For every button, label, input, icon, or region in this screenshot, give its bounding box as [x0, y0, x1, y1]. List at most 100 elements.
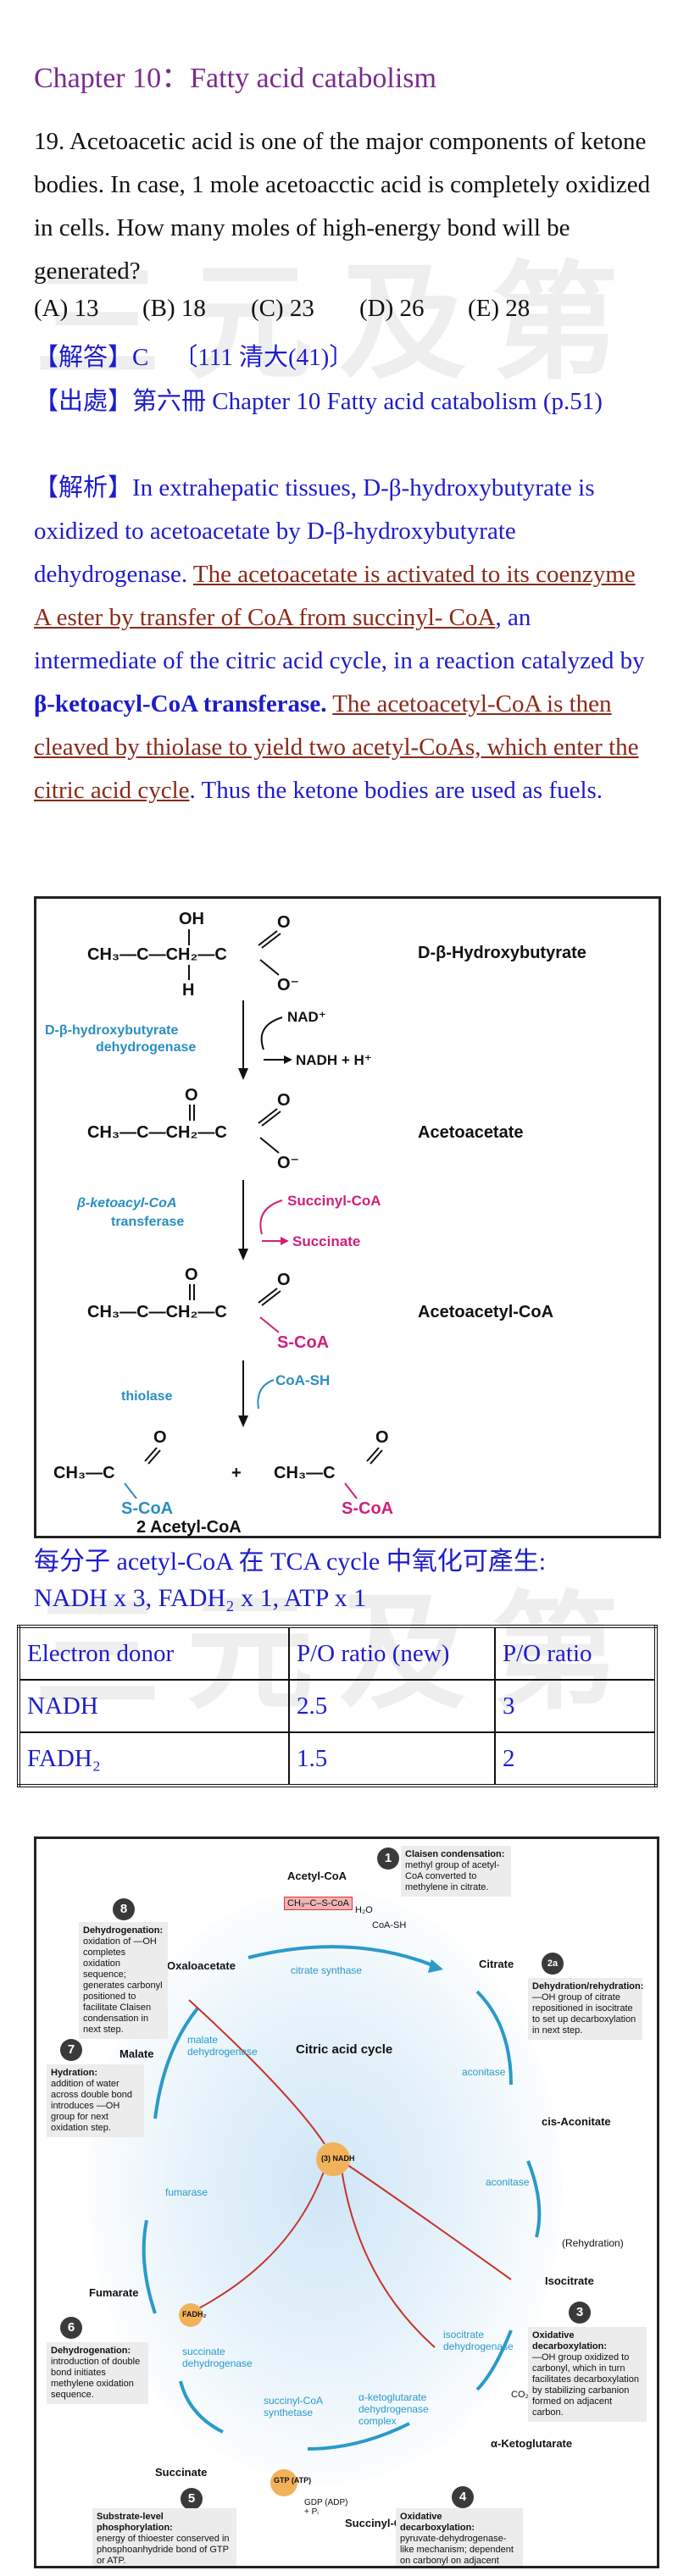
hydroxybutyrate-structure: OH CH₃—C—CH₂—C H O O⁻	[87, 910, 299, 1000]
label-rehydration: (Rehydration)	[562, 2237, 624, 2249]
step-number-8: 8	[113, 1898, 135, 1920]
svg-text:S-CoA: S-CoA	[277, 1333, 329, 1352]
enzyme-succinyl-coa-synthetase: succinyl-CoA synthetase	[264, 2395, 323, 2418]
answer-line: 【解答】C 〔111 清大(41)〕	[34, 337, 353, 373]
label-co2: CO₂	[511, 2390, 529, 2400]
enzyme-succinate-dehydrogenase: succinate dehydrogenase	[182, 2346, 253, 2369]
acetyl-coa-label: 2 Acetyl-CoA	[136, 1518, 242, 1536]
acetyl-coa-structures: O CH₃—C S-CoA + O CH₃—C S-CoA	[53, 1428, 393, 1518]
question-text: 19. Acetoacetic acid is one of the major…	[34, 128, 651, 285]
note-step-7: Hydration:addition of water across doubl…	[47, 2064, 144, 2137]
explain-text-4: . Thus the ketone bodies are used as fue…	[189, 777, 603, 804]
metabolite-succinate: Succinate	[155, 2466, 208, 2479]
enzyme-1-line-2: dehydrogenase	[96, 1040, 196, 1055]
explain-text-1: In extrahepatic tissues, D-β-hydroxybuty…	[34, 474, 595, 588]
metabolite-malate: Malate	[119, 2047, 154, 2060]
table-header-cell: P/O ratio (new)	[288, 1626, 496, 1681]
explain-underline-1: The acetoacetate is activated to its coe…	[34, 561, 636, 631]
svg-text:CH₃—C—CH₂—C: CH₃—C—CH₂—C	[87, 1303, 227, 1321]
acetoacetyl-coa-structure: O CH₃—C—CH₂—C O S-CoA	[87, 1266, 329, 1352]
svg-text:O: O	[277, 1271, 291, 1289]
enzyme-aconitase-1: aconitase	[462, 2066, 506, 2078]
cofactor-nad: NAD⁺	[287, 1009, 326, 1025]
note-step-4: Oxidative decarboxylation:pyruvate-dehyd…	[396, 2508, 523, 2566]
svg-text:O: O	[277, 913, 291, 932]
step-number-7: 7	[60, 2039, 82, 2061]
step-number-2a: 2a	[542, 1953, 564, 1975]
enzyme-1-line-1: D-β-hydroxybutyrate	[45, 1023, 178, 1038]
label-fadh2: FADH₂	[182, 2310, 207, 2318]
hydroxybutyrate-label: D-β-Hydroxybutyrate	[418, 944, 586, 962]
table-header-cell: P/O ratio	[494, 1626, 657, 1681]
cycle-title: Citric acid cycle	[296, 2042, 393, 2057]
svg-text:S-CoA: S-CoA	[121, 1499, 173, 1518]
metabolite-acetyl-coa: Acetyl-CoA	[287, 1870, 347, 1882]
cofactor-nadh: NADH + H⁺	[296, 1052, 372, 1068]
enzyme-malate-dehydrogenase: malate dehydrogenase	[187, 2034, 258, 2058]
cofactor-coa-sh: CoA-SH	[275, 1372, 330, 1388]
answer-options: (A) 13 (B) 18 (C) 23 (D) 26 (E) 28	[34, 295, 576, 323]
metabolite-fumarate: Fumarate	[89, 2286, 139, 2299]
enzyme-aconitase-2: aconitase	[486, 2176, 530, 2188]
option-e: (E) 28	[468, 295, 531, 322]
cofactor-succinate: Succinate	[292, 1233, 360, 1249]
explain-underline-2: The acetoacetyl-CoA is then cleaved by t…	[34, 690, 639, 804]
tca-caption-line-2: NADH x 3, FADH₂ x 1, ATP x 1	[34, 1584, 367, 1612]
step-number-6: 6	[60, 2317, 82, 2339]
answer-reference: 〔111 清大(41)〕	[173, 344, 354, 371]
metabolite-cis-aconitate: cis-Aconitate	[542, 2115, 611, 2128]
enzyme-fumarase: fumarase	[165, 2186, 208, 2198]
explain-text-2: , an intermediate of the citric acid cyc…	[34, 604, 645, 674]
metabolite-citrate: Citrate	[479, 1958, 514, 1970]
svg-text:O: O	[277, 1091, 291, 1110]
metabolite-alpha-ketoglutarate: α-Ketoglutarate	[491, 2437, 573, 2450]
label-nadh: (3) NADH	[321, 2154, 355, 2163]
table-cell: NADH	[18, 1679, 290, 1733]
table-header-row: Electron donor P/O ratio (new) P/O ratio	[18, 1626, 657, 1681]
option-c: (C) 23	[251, 295, 314, 322]
table-cell: 2.5	[288, 1679, 496, 1733]
enzyme-2-line-2: transferase	[111, 1215, 184, 1229]
watermark: 三元及第	[34, 250, 645, 397]
acetoacetate-structure: O CH₃—C—CH₂—C O O⁻	[87, 1086, 299, 1172]
table-cell: 1.5	[288, 1731, 496, 1787]
cofactor-succinyl-coa: Succinyl-CoA	[287, 1193, 381, 1209]
step-number-5: 5	[181, 2488, 203, 2510]
svg-text:O: O	[153, 1428, 167, 1447]
explain-label: 【解析】	[34, 474, 133, 501]
svg-text:O: O	[185, 1266, 198, 1284]
svg-text:CH₃—C—CH₂—C: CH₃—C—CH₂—C	[87, 945, 227, 964]
note-step-5: Substrate-level phosphorylation:energy o…	[92, 2508, 236, 2566]
answer-value: C	[132, 344, 149, 371]
tca-caption-line-1: 每分子 acetyl-CoA 在 TCA cycle 中氧化可產生:	[34, 1548, 547, 1576]
enzyme-citrate-synthase: citrate synthase	[291, 1964, 363, 1976]
step-number-4: 4	[452, 2486, 474, 2508]
label-water: H₂O	[355, 1905, 373, 1915]
explanation: 【解析】In extrahepatic tissues, D-β-hydroxy…	[34, 467, 653, 812]
label-gdp: GDP (ADP) + Pᵢ	[304, 2498, 348, 2517]
source-label: 【出處】	[34, 388, 133, 415]
step-number-3: 3	[569, 2302, 591, 2324]
chapter-title: Chapter 10：Fatty acid catabolism	[34, 63, 436, 94]
metabolite-oxaloacetate: Oxaloacetate	[167, 1959, 236, 1972]
svg-text:H: H	[182, 981, 194, 1000]
note-step-2a: Dehydration/rehydration:—OH group of cit…	[528, 1978, 643, 2040]
svg-text:CH₃—C: CH₃—C	[53, 1464, 115, 1482]
metabolite-isocitrate: Isocitrate	[545, 2274, 594, 2287]
svg-text:S-CoA: S-CoA	[342, 1499, 393, 1518]
enzyme-2-line-1: β-ketoacyl-CoA	[76, 1196, 177, 1210]
explain-bold-enzyme: β-ketoacyl-CoA transferase.	[34, 690, 327, 717]
svg-text:O: O	[185, 1086, 198, 1105]
label-gtp: GTP (ATP)	[274, 2476, 312, 2485]
enzyme-ketoglutarate-dehydrogenase: α-ketoglutarate dehydrogenase complex	[358, 2391, 429, 2427]
svg-text:+: +	[231, 1464, 242, 1482]
table-cell: 3	[494, 1679, 657, 1733]
citric-acid-cycle-figure: Acetyl-CoA CH₃–C–S-CoA Oxaloacetate Citr…	[34, 1836, 659, 2568]
table-row: NADH 2.5 3	[18, 1679, 657, 1733]
ketone-pathway-diagram: OH CH₃—C—CH₂—C H O O⁻ D-β-Hydroxybutyrat…	[34, 896, 661, 1538]
note-step-8: Dehydrogenation:oxidation of —OH complet…	[79, 1922, 168, 2039]
note-step-1: Claisen condensation:methyl group of ace…	[401, 1846, 511, 1897]
table-cell: FADH₂	[18, 1731, 290, 1787]
source-text: 第六冊 Chapter 10 Fatty acid catabolism (p.…	[132, 388, 603, 415]
option-a: (A) 13	[34, 295, 99, 322]
